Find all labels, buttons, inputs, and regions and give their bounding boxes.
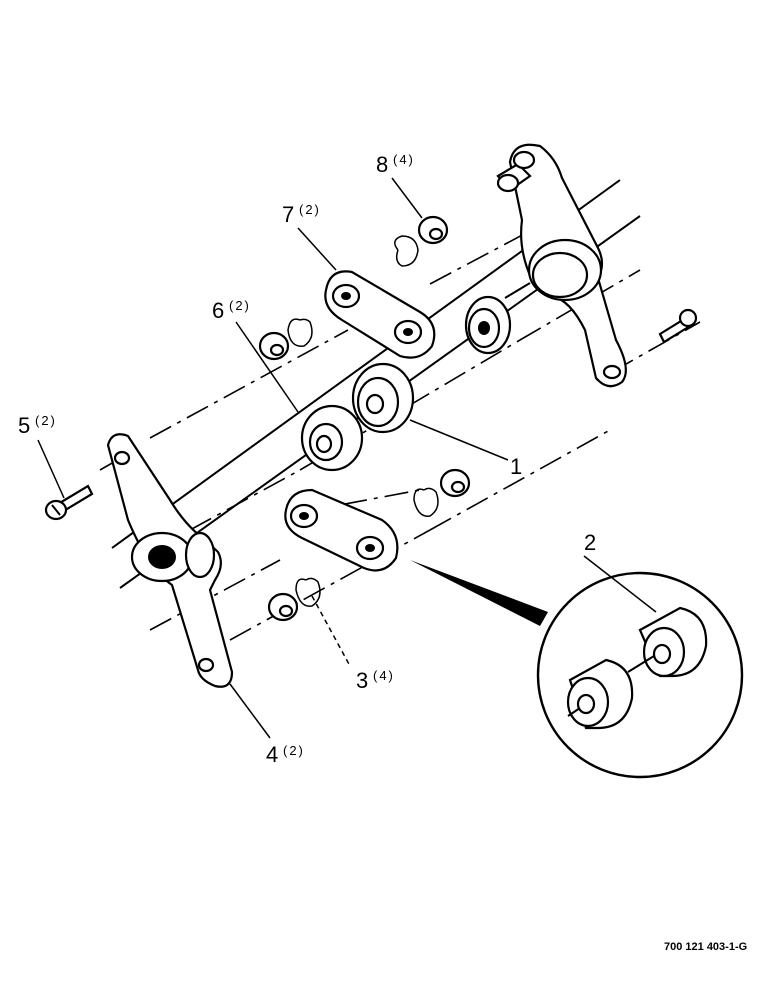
svg-text:(4): (4) [393,152,415,167]
svg-text:4: 4 [266,742,278,767]
link-lower [284,488,399,572]
svg-text:(2): (2) [229,298,251,313]
callout-2: 2 [584,530,596,555]
detail-circle [536,571,744,779]
callout-5: 5 (2) [18,413,57,438]
svg-text:(2): (2) [299,202,321,217]
callout-3: 3 (4) [356,668,395,693]
figure-reference: 700 121 403-1-G [664,941,747,953]
link-upper [324,270,436,359]
detail-pointer [410,560,548,626]
svg-text:6: 6 [212,298,224,323]
washers-and-rings [258,215,471,622]
svg-text:1: 1 [510,454,522,479]
bolt-right [658,308,698,344]
bearing-6 [300,404,364,472]
callout-8: 8 (4) [376,152,415,177]
svg-text:7: 7 [282,202,294,227]
svg-text:5: 5 [18,413,30,438]
callout-4: 4 (2) [266,742,305,767]
svg-text:(2): (2) [35,413,57,428]
callout-1: 1 [510,454,522,479]
leader-lines [37,177,657,739]
bolt-5 [44,484,94,521]
svg-text:2: 2 [584,530,596,555]
svg-text:3: 3 [356,668,368,693]
svg-text:(2): (2) [283,743,305,758]
bearing-1 [351,362,415,434]
svg-text:(4): (4) [373,668,395,683]
bearing-upper-small [464,295,512,355]
svg-text:8: 8 [376,152,388,177]
arm-plate-left [106,433,234,688]
callout-6: 6 (2) [212,298,251,323]
callout-7: 7 (2) [282,202,321,227]
arm-plate-right [496,143,627,388]
